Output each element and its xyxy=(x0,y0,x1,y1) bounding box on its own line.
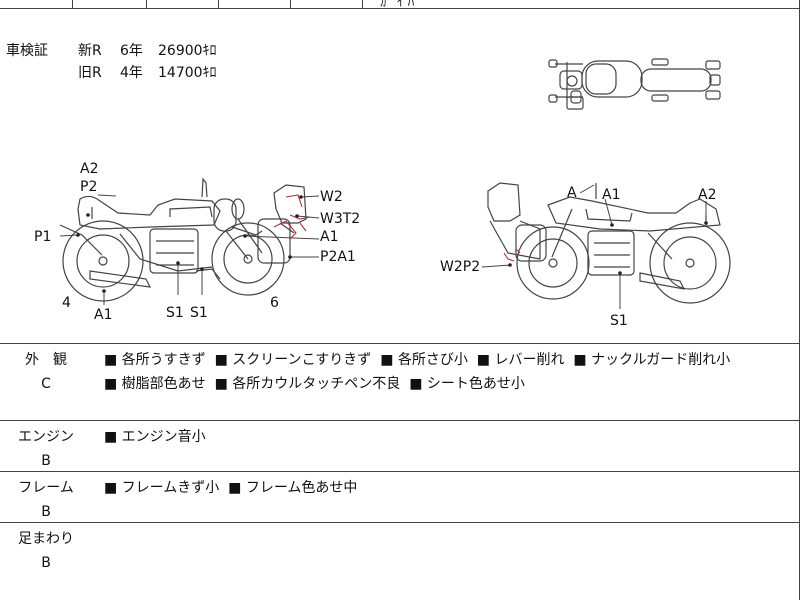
condition-item: ■ エンジン音小 xyxy=(104,429,206,445)
old-reg-name: 旧R xyxy=(78,65,102,81)
top-view-bike-icon xyxy=(548,58,721,110)
mark-a2-right-view: A2 xyxy=(698,187,716,203)
condition-item: ■ 各所さび小 xyxy=(380,352,468,368)
condition-row-suspension: 足まわり B xyxy=(0,523,799,600)
condition-grade: C xyxy=(41,376,51,392)
left-side-bike-icon xyxy=(59,177,307,302)
new-reg-years: 6年 xyxy=(120,43,143,59)
mark-a-right: A xyxy=(567,185,577,201)
mark-a1-right: A1 xyxy=(320,229,338,245)
mark-p1: P1 xyxy=(34,229,51,245)
old-reg-years: 4年 xyxy=(120,65,143,81)
condition-label: 外 観 C xyxy=(0,348,92,396)
condition-item: ■ 各所うすきず xyxy=(104,352,206,368)
condition-row-engine: エンジン B ■ エンジン音小 xyxy=(0,421,799,472)
mark-a1-right-view: A1 xyxy=(602,187,620,203)
mark-6: 6 xyxy=(270,295,279,311)
strip-text-fragment: ｶﾞ ｲ ﾊ xyxy=(380,0,415,10)
condition-name: 外 観 xyxy=(25,352,67,368)
right-side-leader-lines xyxy=(481,184,707,309)
condition-item: ■ シート色あせ小 xyxy=(409,376,525,392)
bike-diagrams: A2 P2 P1 W2 W3T2 A1 P2A1 4 A1 S1 S1 6 xyxy=(34,58,731,329)
condition-label: エンジン B xyxy=(0,425,92,473)
condition-name: 足まわり xyxy=(18,531,74,547)
mark-s1-right-view: S1 xyxy=(610,313,628,329)
old-regulation-row: 旧R 4年 14700ｷﾛ xyxy=(78,62,217,84)
right-side-damage-marks xyxy=(503,248,521,262)
top-strip: ｶﾞ ｲ ﾊ xyxy=(0,0,799,10)
old-reg-mileage: 14700ｷﾛ xyxy=(158,65,217,81)
mark-s1-right: S1 xyxy=(190,305,208,321)
mark-a2: A2 xyxy=(80,161,98,177)
condition-name: エンジン xyxy=(18,429,74,445)
condition-row-exterior: 外 観 C ■ 各所うすきず ■ スクリーンこすりきず ■ 各所さび小 ■ レバ… xyxy=(0,344,799,421)
mark-w2: W2 xyxy=(320,189,343,205)
strip-divider xyxy=(72,0,73,8)
mark-s1-left: S1 xyxy=(166,305,184,321)
condition-label: フレーム B xyxy=(0,476,92,524)
mark-p2a1: P2A1 xyxy=(320,249,356,265)
condition-item: ■ 各所カウルタッチペン不良 xyxy=(214,376,401,392)
condition-item: ■ 樹脂部色あせ xyxy=(104,376,206,392)
right-side-labels: A A1 A2 W2P2 S1 xyxy=(440,185,716,329)
condition-item: ■ スクリーンこすりきず xyxy=(214,352,372,368)
condition-label: 足まわり B xyxy=(0,527,92,575)
right-side-bike-icon xyxy=(487,182,731,304)
condition-grade: B xyxy=(41,555,51,571)
condition-grade: B xyxy=(41,453,51,469)
strip-divider xyxy=(290,0,291,8)
inspection-label: 車検証 xyxy=(6,43,48,59)
condition-item: ■ フレーム色あせ中 xyxy=(228,480,358,496)
condition-grade: B xyxy=(41,504,51,520)
condition-items: ■ フレームきず小 ■ フレーム色あせ中 xyxy=(104,476,791,500)
new-regulation-row: 新R 6年 26900ｷﾛ xyxy=(78,40,217,62)
left-side-leader-lines xyxy=(59,194,320,305)
mark-w2p2: W2P2 xyxy=(440,259,480,275)
strip-divider xyxy=(146,0,147,8)
new-reg-name: 新R xyxy=(78,43,102,59)
right-side-point-dots xyxy=(508,221,708,275)
left-side-damage-marks xyxy=(273,194,311,240)
condition-item: ■ ナックルガード削れ小 xyxy=(573,352,731,368)
left-side-labels: A2 P2 P1 W2 W3T2 A1 P2A1 4 A1 S1 S1 6 xyxy=(34,161,360,323)
new-reg-mileage: 26900ｷﾛ xyxy=(158,43,217,59)
left-side-point-dots xyxy=(76,195,303,293)
strip-divider xyxy=(218,0,219,8)
diagram-area: 車検証 新R 6年 26900ｷﾛ 旧R 4年 14700ｷﾛ xyxy=(0,9,799,344)
mark-p2: P2 xyxy=(80,179,97,195)
condition-items: ■ エンジン音小 xyxy=(104,425,791,449)
condition-row-frame: フレーム B ■ フレームきず小 ■ フレーム色あせ中 xyxy=(0,472,799,523)
mark-w3t2: W3T2 xyxy=(320,211,360,227)
condition-item: ■ レバー削れ xyxy=(476,352,565,368)
mark-a1-bottom: A1 xyxy=(94,307,112,323)
condition-items: ■ 各所うすきず ■ スクリーンこすりきず ■ 各所さび小 ■ レバー削れ ■ … xyxy=(104,348,791,396)
condition-item: ■ フレームきず小 xyxy=(104,480,220,496)
mark-4: 4 xyxy=(62,295,71,311)
strip-divider xyxy=(362,0,363,8)
condition-name: フレーム xyxy=(18,480,74,496)
